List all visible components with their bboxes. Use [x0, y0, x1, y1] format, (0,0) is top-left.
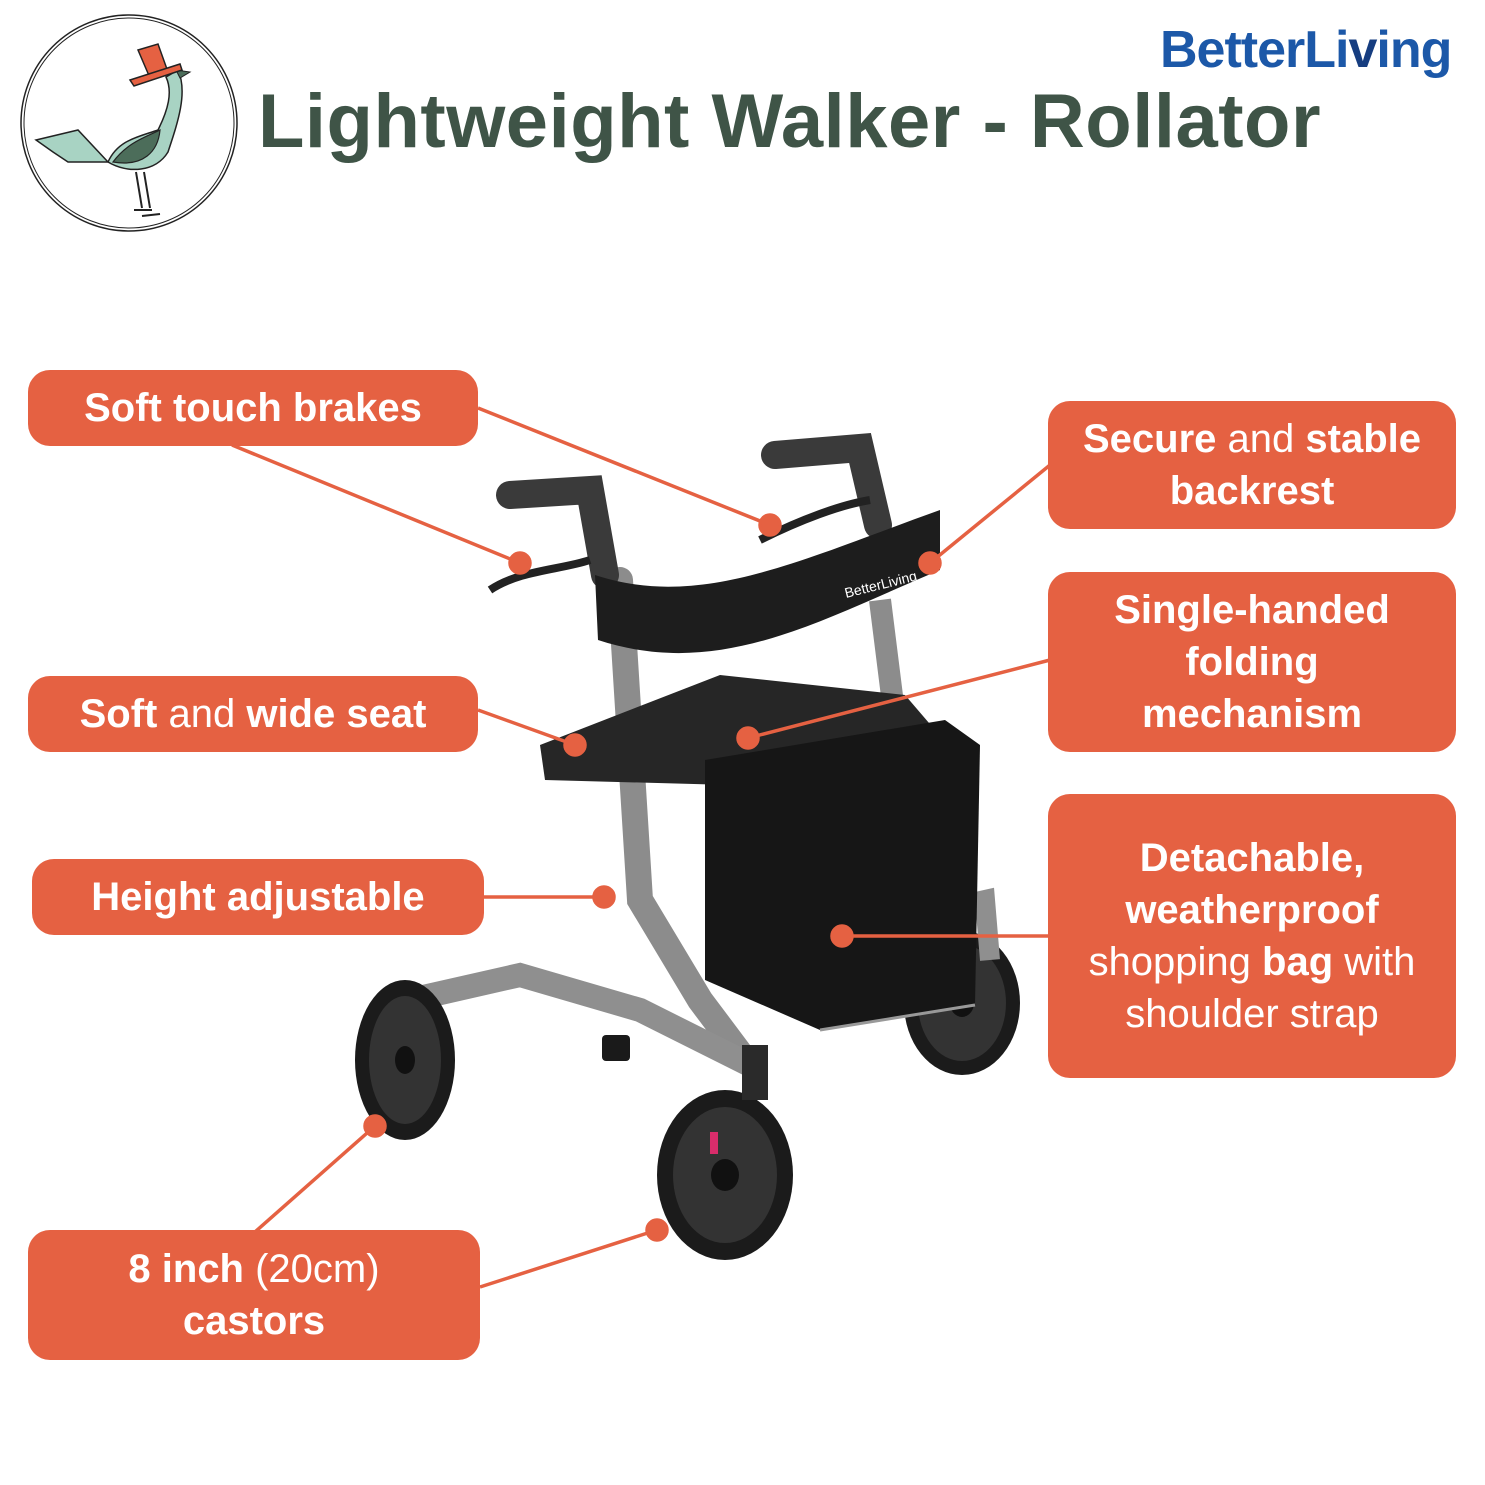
callout-text: shoulder strap: [1125, 992, 1379, 1036]
brand-text-checkmark: v: [1348, 21, 1377, 79]
callout-text: Secure: [1083, 417, 1217, 461]
brand-text-suffix: ing: [1376, 21, 1452, 79]
callout-shopping-bag: Detachable, weatherproof shopping bag wi…: [1048, 794, 1456, 1078]
callout-text: castors: [182, 1299, 326, 1343]
callout-text: Detachable,: [1139, 836, 1365, 880]
callout-text: Height adjustable: [91, 875, 425, 919]
callout-soft-touch-brakes: Soft touch brakes: [28, 370, 478, 446]
betterliving-brand-logo: BetterLiving: [1160, 21, 1452, 79]
page-title: Lightweight Walker - Rollator: [258, 79, 1322, 164]
callout-text: and: [157, 692, 247, 736]
callout-text: bag: [1262, 940, 1334, 984]
callout-text: shopping: [1088, 940, 1263, 984]
callout-text: mechanism: [1141, 692, 1363, 736]
callout-text: and: [1216, 417, 1306, 461]
callout-folding-mechanism: Single-handed folding mechanism: [1048, 572, 1456, 752]
callout-text: Single-handed: [1114, 588, 1390, 632]
callout-castors: 8 inch (20cm) castors: [28, 1230, 480, 1360]
callout-text: Soft touch brakes: [84, 386, 422, 430]
callout-text: backrest: [1169, 469, 1335, 513]
callout-text: wide seat: [246, 692, 427, 736]
brand-text-prefix: BetterLi: [1160, 21, 1349, 79]
callout-soft-wide-seat: Soft and wide seat: [28, 676, 478, 752]
front-right-wheel-icon: [657, 1090, 793, 1260]
bird-logo-icon: [20, 14, 238, 232]
callout-text: weatherproof: [1125, 888, 1379, 932]
callout-height-adjustable: Height adjustable: [32, 859, 484, 935]
callout-secure-backrest: Secure and stable backrest: [1048, 401, 1456, 529]
callout-text: folding: [1185, 640, 1319, 684]
front-left-wheel-icon: [355, 980, 455, 1140]
callout-text: Soft: [79, 692, 158, 736]
callout-text: 8 inch: [128, 1247, 244, 1291]
callout-text: (20cm): [244, 1247, 380, 1291]
callout-text: with: [1333, 940, 1416, 984]
callout-text: stable: [1305, 417, 1421, 461]
